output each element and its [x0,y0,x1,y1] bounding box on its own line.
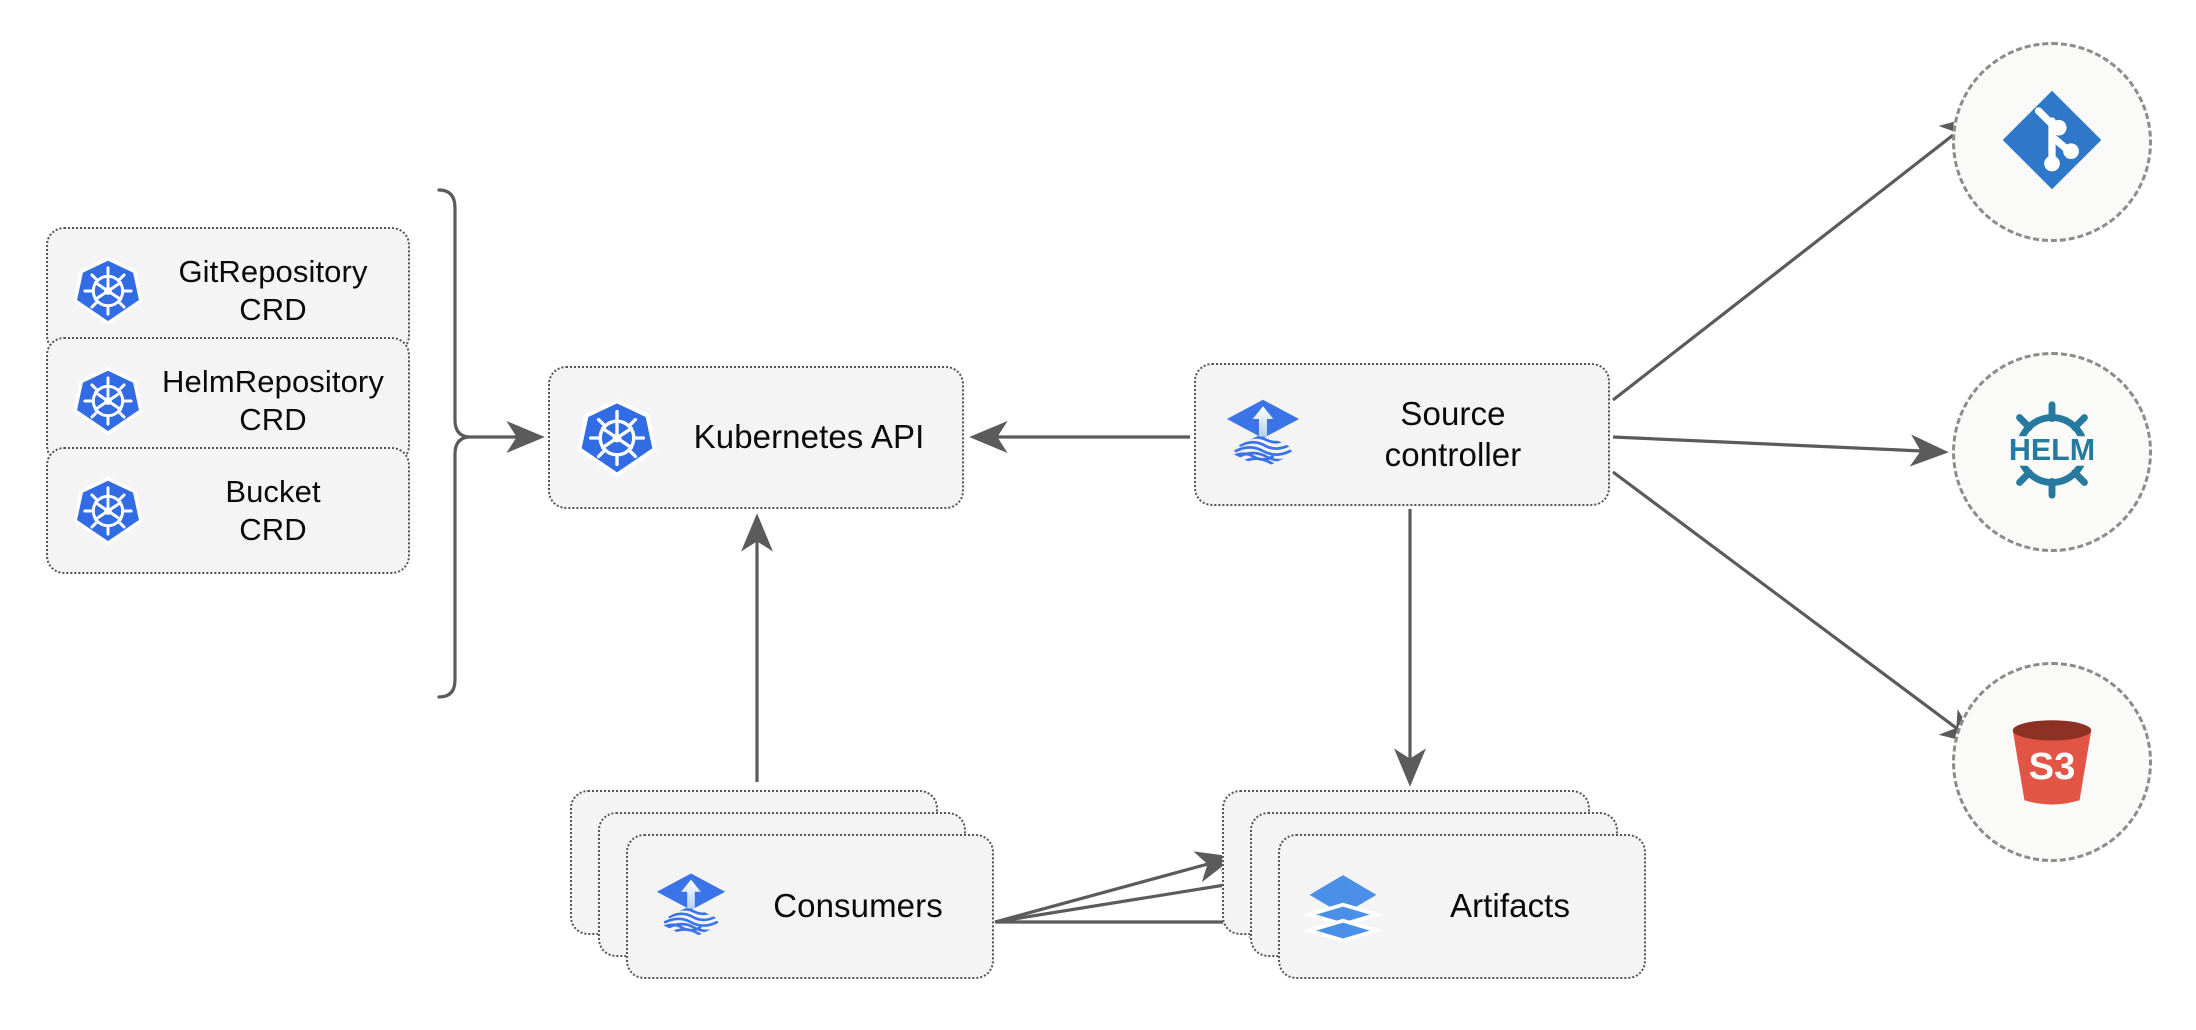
node-label: Kubernetes API [693,418,925,456]
flux-icon [1222,394,1304,476]
kubernetes-icon [576,397,658,479]
kubernetes-icon [72,365,144,437]
crd-bracket [437,188,471,699]
flux-icon [652,868,730,946]
node-kubernetes-api[interactable]: Kubernetes API [548,366,964,509]
crd-card-label: Bucket CRD [225,473,321,547]
crd-card-helmrepository[interactable]: HelmRepository CRD [46,337,410,464]
edge-source-controller-to-git [1612,115,1979,402]
backend-circle-helm[interactable]: HELM [1952,352,2152,552]
layers-icon [1304,868,1382,946]
backend-circle-s3[interactable]: S3 [1952,662,2152,862]
s3-icon: S3 [1999,707,2105,818]
crd-card-label: GitRepository CRD [178,253,368,327]
kubernetes-icon [72,255,144,327]
helm-icon: HELM [1993,391,2111,514]
node-label: Artifacts [1449,887,1571,925]
consumers-stack-layer-front[interactable]: Consumers [626,834,994,979]
edge-consumers-to-artifacts-back [994,851,1235,924]
node-label: Source controller [1384,395,1522,473]
crd-card-label: HelmRepository CRD [162,363,384,437]
edge-consumers-to-artifacts-mid [994,869,1261,924]
node-label: Consumers [773,887,943,925]
kubernetes-icon [72,475,144,547]
crd-card-gitrepository[interactable]: GitRepository CRD [46,227,410,354]
node-source-controller[interactable]: Source controller [1194,363,1610,506]
backend-circle-git[interactable] [1952,42,2152,242]
edge-source-controller-to-helm [1612,434,1949,467]
s3-wordmark: S3 [2029,745,2076,788]
git-icon [1996,84,2108,201]
artifacts-stack-layer-front[interactable]: Artifacts [1278,834,1646,979]
edge-source-controller-to-s3 [1612,470,1979,745]
helm-wordmark: HELM [2009,432,2095,466]
crd-card-bucket[interactable]: Bucket CRD [46,447,410,574]
